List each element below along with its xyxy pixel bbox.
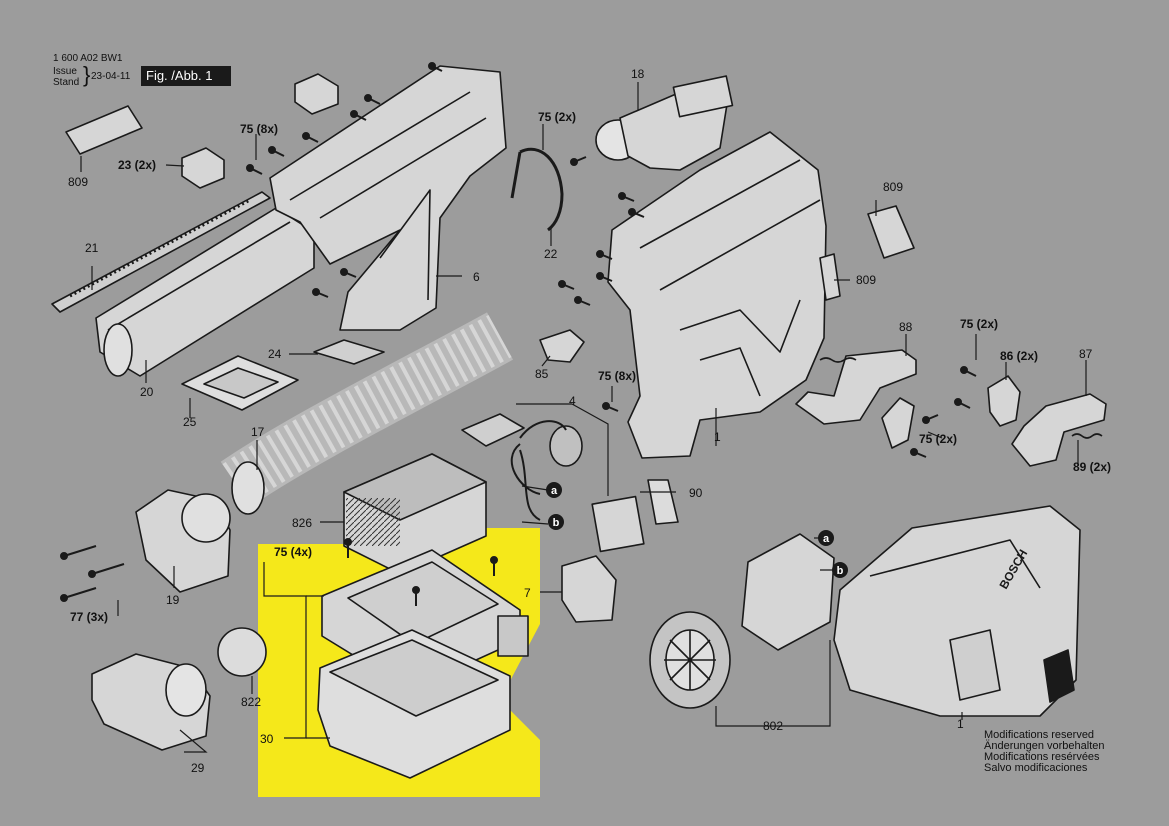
marker-a-1: a [551,485,558,497]
callout-1-upper: 1 [714,430,721,444]
latch-86 [987,375,1021,427]
gasket-90 [647,479,679,525]
dust-box-30 [317,549,529,779]
callout-21: 21 [85,241,99,255]
callout-23: 23 (2x) [118,158,156,172]
callout-87: 87 [1079,347,1093,361]
callout-75-8x-mid: 75 (8x) [598,369,636,383]
callout-75-8x-top: 75 (8x) [240,122,278,136]
small-lever [881,397,915,449]
callout-88: 88 [899,320,913,334]
notice-line-es: Salvo modificaciones [984,762,1088,774]
label-plate-809-lower [819,253,841,301]
housing-main-1 [607,131,827,459]
pleated-filter-826 [343,453,487,575]
issue-date: 23-04-11 [91,71,131,82]
callout-4: 4 [569,394,576,408]
lever-88 [795,349,917,425]
seal-frame-25 [181,355,299,411]
marker-a-2: a [823,533,830,545]
callout-19: 19 [166,593,180,607]
callout-20: 20 [140,385,154,399]
gasket-24 [313,339,385,365]
marker-b-2: b [837,565,844,577]
callout-85: 85 [535,367,549,381]
suction-adapter-18 [595,75,734,171]
callout-826: 826 [292,516,312,530]
callout-18: 18 [631,67,645,81]
screws [60,62,977,606]
callout-22: 22 [544,247,558,261]
callout-809-lower-right: 809 [856,273,876,287]
leader-lines [80,82,1087,753]
clip-85 [539,329,585,363]
adapter-29 [91,653,211,751]
callout-86: 86 (2x) [1000,349,1038,363]
end-cap-19 [135,489,231,593]
frame-arm-6 [269,65,507,331]
clip-part-23 [181,73,339,189]
callout-labels: 809 75 (8x) 23 (2x) 21 20 24 25 17 6 18 … [68,67,1111,775]
callout-29: 29 [191,761,205,775]
callout-802: 802 [763,719,783,733]
callout-89: 89 (2x) [1073,460,1111,474]
modifications-notice: Modifications reserved Änderungen vorbeh… [984,730,1104,774]
part-number: 1 600 A02 BW1 [53,53,123,64]
motor-802 [649,533,835,709]
issue-label: Issue [53,66,77,77]
clamp-87 [1011,393,1107,467]
callout-822: 822 [241,695,261,709]
callout-7: 7 [524,586,531,600]
telescopic-tube-20 [95,207,315,377]
callout-75-2x-lower: 75 (2x) [919,432,957,446]
callout-75-2x-right: 75 (2x) [960,317,998,331]
callout-75-2x-top: 75 (2x) [538,110,576,124]
bellows-hose-17 [220,312,514,515]
figure-label: Fig. /Abb. 1 [141,66,231,86]
callout-90: 90 [689,486,703,500]
depth-ruler-21 [51,191,271,313]
seal-ring-822 [217,627,267,677]
callout-77: 77 (3x) [70,610,108,624]
notice-line-en: Modifications reserved [984,729,1095,741]
callout-25: 25 [183,415,197,429]
label-plate-809-left [65,105,143,155]
marker-b-1: b [553,517,560,529]
callout-1-lower: 1 [957,717,964,731]
label-plate-809-upper [867,205,915,259]
plate-7 [561,555,617,623]
stand-label: Stand [53,77,80,88]
housing-outer-1: BOSCH [833,505,1081,717]
callout-809-upper-right: 809 [883,180,903,194]
notice-line-de: Änderungen vorbehalten [984,740,1105,752]
notice-line-fr: Modifications resérvées [984,751,1100,763]
electronics-4 [461,413,645,553]
callout-30: 30 [260,732,274,746]
marker-circles: a b a b [546,482,848,578]
brace-icon: } [83,62,91,87]
callout-75-4x: 75 (4x) [274,545,312,559]
callout-17: 17 [251,425,265,439]
bracket-22 [510,147,564,232]
callout-24: 24 [268,347,282,361]
callout-6: 6 [473,270,480,284]
callout-809-left: 809 [68,175,88,189]
